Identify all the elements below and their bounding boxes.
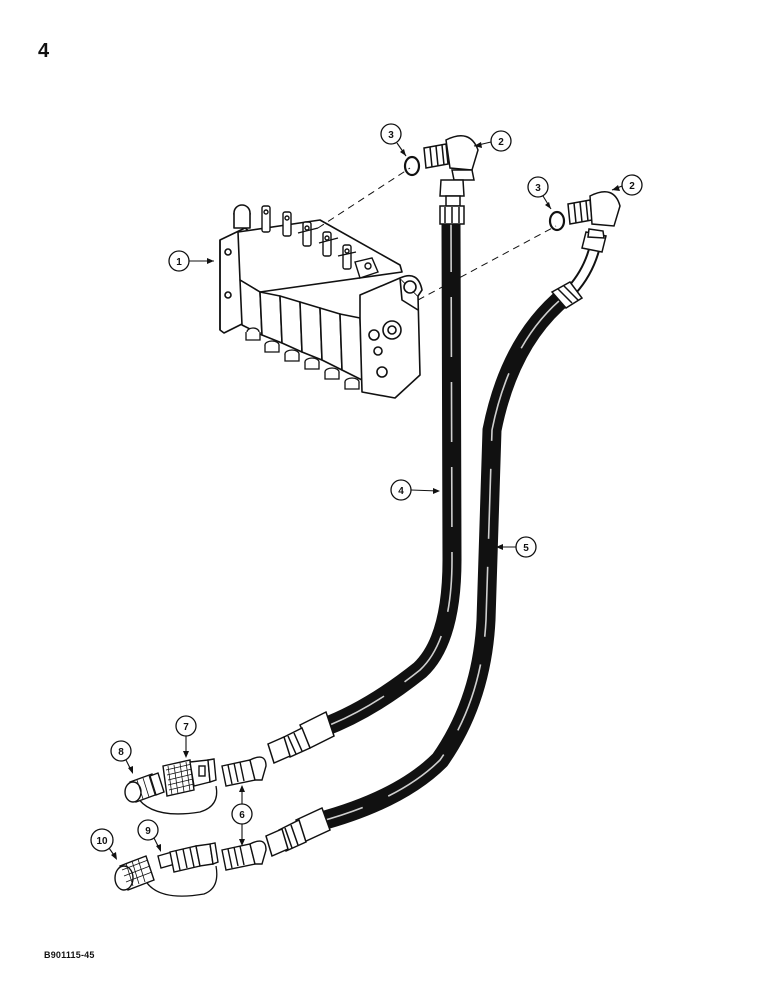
callout-label: 5 [523,543,529,554]
callout-10: 10 [90,828,117,860]
o-ring-upper [403,155,421,177]
o-ring-right [548,210,566,232]
callout-3b: 3 [527,176,552,210]
quick-coupler-female [162,758,217,797]
callout-label: 4 [398,486,404,497]
elbow-fitting-right [567,191,621,227]
valve-spool-ends [245,327,360,390]
elbow-adapter-upper [221,756,267,787]
assembly-guide-lines [317,167,557,301]
callout-label: 8 [118,747,124,758]
callout-label: 9 [145,826,151,837]
callout-5: 5 [496,536,537,558]
callout-label: 3 [388,130,394,141]
callout-label: 2 [498,137,504,148]
callout-3a: 3 [380,123,407,157]
callout-4: 4 [390,479,440,501]
callout-6: 6 [231,785,253,846]
callout-7: 7 [175,715,197,758]
page-number: 4 [38,40,50,62]
callout-label: 10 [96,836,108,847]
figure-code: B901115-45 [44,950,95,960]
callout-label: 3 [535,183,541,194]
dust-plug-tether-upper [135,785,218,815]
elbow-fitting-upper [423,135,479,181]
dust-plug [124,772,165,803]
quick-coupler-male [157,842,219,873]
hose-5 [265,228,607,858]
dust-cap-tether-lower [144,865,218,897]
callout-8: 8 [110,740,133,774]
callout-label: 7 [183,722,189,733]
callout-9: 9 [137,819,161,852]
control-valve-body [219,204,423,399]
callout-label: 1 [176,257,182,268]
callout-2a: 2 [473,130,512,152]
elbow-adapter-lower [221,840,267,871]
callout-label: 6 [239,810,245,821]
valve-spool-levers [261,205,379,279]
callout-1: 1 [168,250,214,272]
callout-2b: 2 [611,174,643,196]
hose-4 [267,179,465,765]
callout-label: 2 [629,181,635,192]
dust-cap [114,855,155,891]
